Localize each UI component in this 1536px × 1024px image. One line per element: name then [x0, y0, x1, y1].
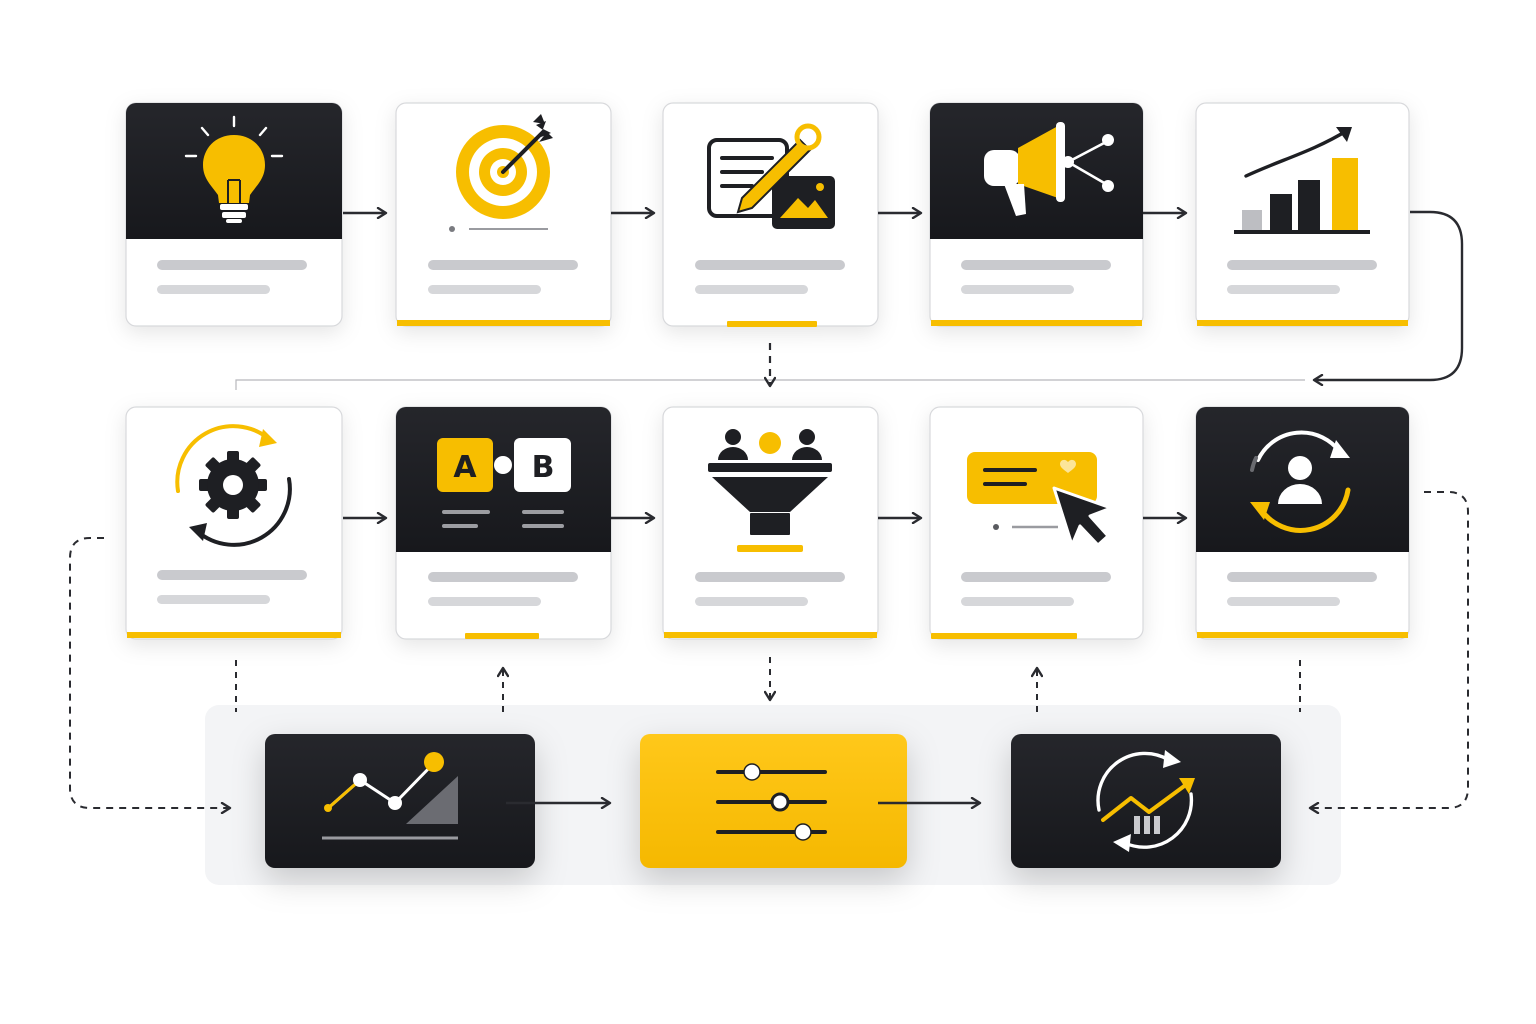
- megaphone-network-icon: [984, 122, 1114, 216]
- connector-dashed-loop-left: [69, 537, 230, 808]
- connector-dashed-loop-right: [1310, 491, 1469, 808]
- card-optimization[interactable]: [1011, 734, 1281, 868]
- growth-chart-icon: [1234, 127, 1370, 234]
- funnel-audience-icon: [708, 429, 832, 552]
- variant-b-label: B: [532, 450, 555, 485]
- customer-retention-icon: [1250, 430, 1351, 533]
- connector-loop-arrow: [1314, 210, 1464, 380]
- card-cta[interactable]: [929, 406, 1144, 640]
- optimization-cycle-icon: [1096, 750, 1195, 852]
- card-process[interactable]: [125, 406, 343, 640]
- settings-sliders-icon: [716, 763, 827, 841]
- ab-test-icon: A B: [437, 438, 571, 528]
- row-separator-line: [235, 379, 1305, 390]
- cta-click-icon: [967, 452, 1113, 547]
- content-edit-icon: [707, 123, 835, 229]
- target-arrow-icon: [449, 114, 553, 232]
- lightbulb-icon: [184, 115, 284, 223]
- card-retention[interactable]: [1195, 406, 1410, 640]
- trend-analytics-icon: [322, 752, 458, 840]
- variant-a-label: A: [453, 450, 477, 485]
- card-ab-test[interactable]: [395, 406, 612, 640]
- gear-cycle-icon: [175, 424, 292, 547]
